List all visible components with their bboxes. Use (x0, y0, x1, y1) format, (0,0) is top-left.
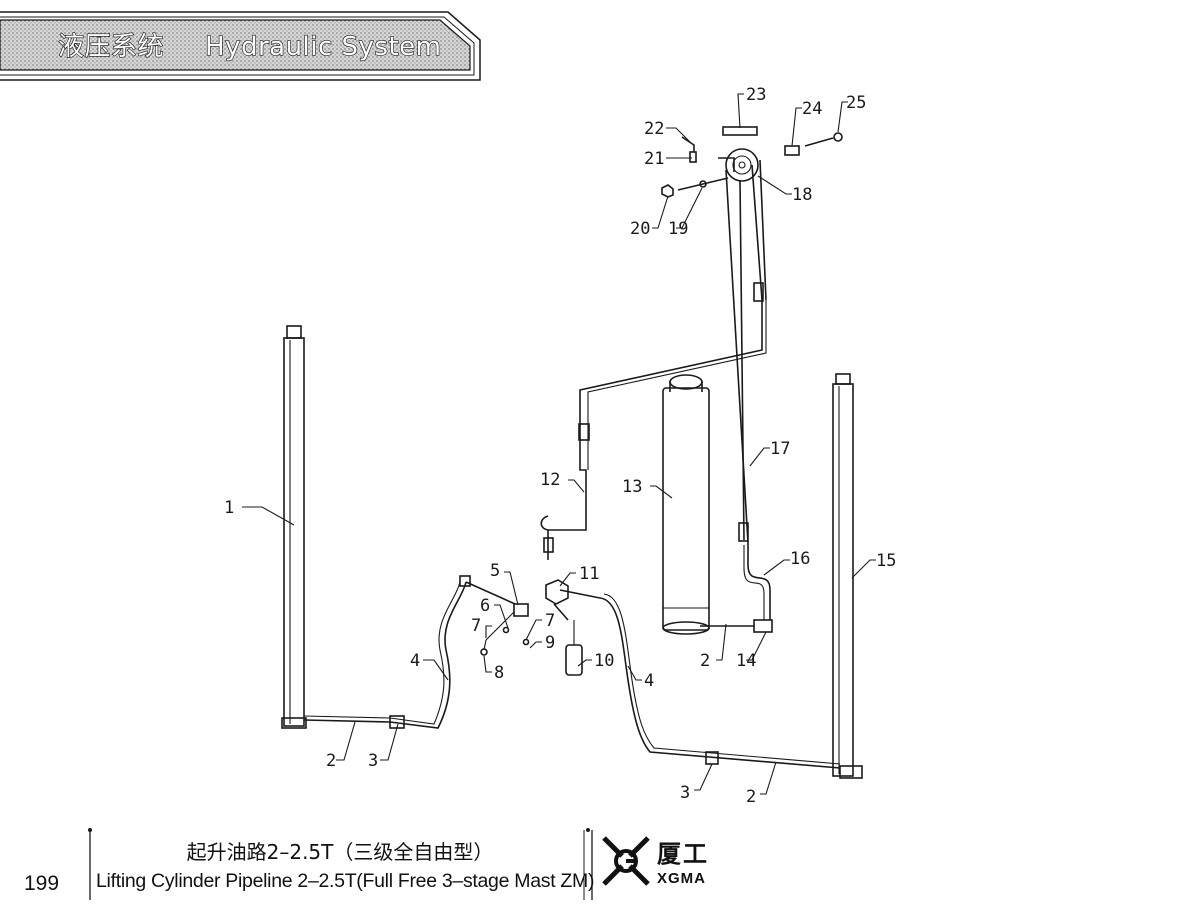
callout-24: 24 (802, 99, 822, 119)
caption-zh: 起升油路2–2.5T（三级全自由型） (186, 840, 494, 864)
hose-17-long-hoses (725, 159, 767, 544)
left-lift-cylinder (281, 325, 307, 729)
callout-18: 18 (792, 185, 812, 205)
callout-10: 10 (594, 651, 614, 671)
free-lift-cylinder (662, 374, 710, 635)
callout-5: 5 (490, 561, 500, 581)
header-title-zh: 液压系统 (58, 32, 164, 62)
callout-3-right: 3 (680, 783, 690, 803)
callout-leaders (242, 93, 876, 795)
callout-17: 17 (770, 439, 790, 459)
valve-block-and-tee (480, 579, 583, 676)
callout-22: 22 (644, 119, 664, 139)
brand-name-en: XGMA (657, 870, 706, 887)
callout-labels: 1 2 3 4 5 6 7 8 7 9 10 11 12 13 4 2 14 3… (224, 85, 896, 807)
callout-1: 1 (224, 498, 234, 518)
callout-19: 19 (668, 219, 688, 239)
section-header-tab: 液压系统 Hydraulic System (0, 11, 481, 81)
callout-6: 6 (480, 596, 490, 616)
callout-25: 25 (846, 93, 866, 113)
callout-16: 16 (790, 549, 810, 569)
callout-13: 13 (622, 477, 642, 497)
callout-7-left: 7 (471, 616, 481, 636)
callout-4-left: 4 (410, 651, 420, 671)
right-lift-cylinder (832, 373, 863, 779)
callout-2-mid: 2 (700, 651, 710, 671)
callout-20: 20 (630, 219, 650, 239)
callout-11: 11 (579, 564, 599, 584)
pulley-bracket-assembly (661, 126, 843, 198)
pipe-12-riser (540, 300, 767, 560)
callout-15: 15 (876, 551, 896, 571)
callout-8: 8 (494, 663, 504, 683)
callout-14: 14 (736, 651, 756, 671)
header-title-en: Hydraulic System (205, 32, 442, 62)
footer-rules (88, 828, 593, 900)
callout-2-left: 2 (326, 751, 336, 771)
page-number: 199 (24, 872, 60, 895)
callout-7-right: 7 (545, 611, 555, 631)
callout-21: 21 (644, 149, 664, 169)
callout-12: 12 (540, 470, 560, 490)
left-hose-4-and-pipe-2 (303, 575, 516, 729)
hose-16-and-elbow-14 (700, 543, 773, 633)
page-footer: 199 起升油路2–2.5T（三级全自由型） Lifting Cylinder … (0, 828, 1200, 913)
caption-en: Lifting Cylinder Pipeline 2–2.5T(Full Fr… (96, 870, 595, 892)
callout-9: 9 (545, 633, 555, 653)
callout-23: 23 (746, 85, 766, 105)
callout-3-left: 3 (368, 751, 378, 771)
callout-4-right: 4 (644, 671, 654, 691)
brand-name-zh: 厦工 (657, 840, 709, 868)
right-hose-4-and-pipe-2 (559, 589, 841, 769)
xgma-logo-icon (602, 836, 650, 886)
callout-2-right: 2 (746, 787, 756, 807)
